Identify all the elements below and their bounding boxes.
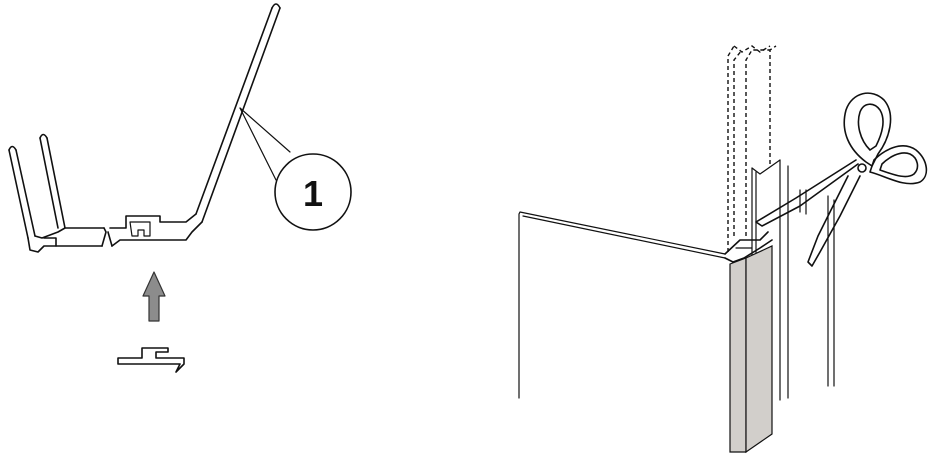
wall-installation-scene	[518, 45, 835, 454]
insert-t-piece	[117, 347, 185, 373]
callout-1: 1	[239, 107, 352, 231]
callout-label: 1	[303, 173, 323, 214]
profile-cross-section	[8, 3, 281, 253]
profile-strip	[729, 245, 773, 454]
up-arrow-icon	[142, 271, 166, 322]
dashed-profile-outline	[727, 45, 777, 252]
scissors-icon	[755, 92, 928, 267]
